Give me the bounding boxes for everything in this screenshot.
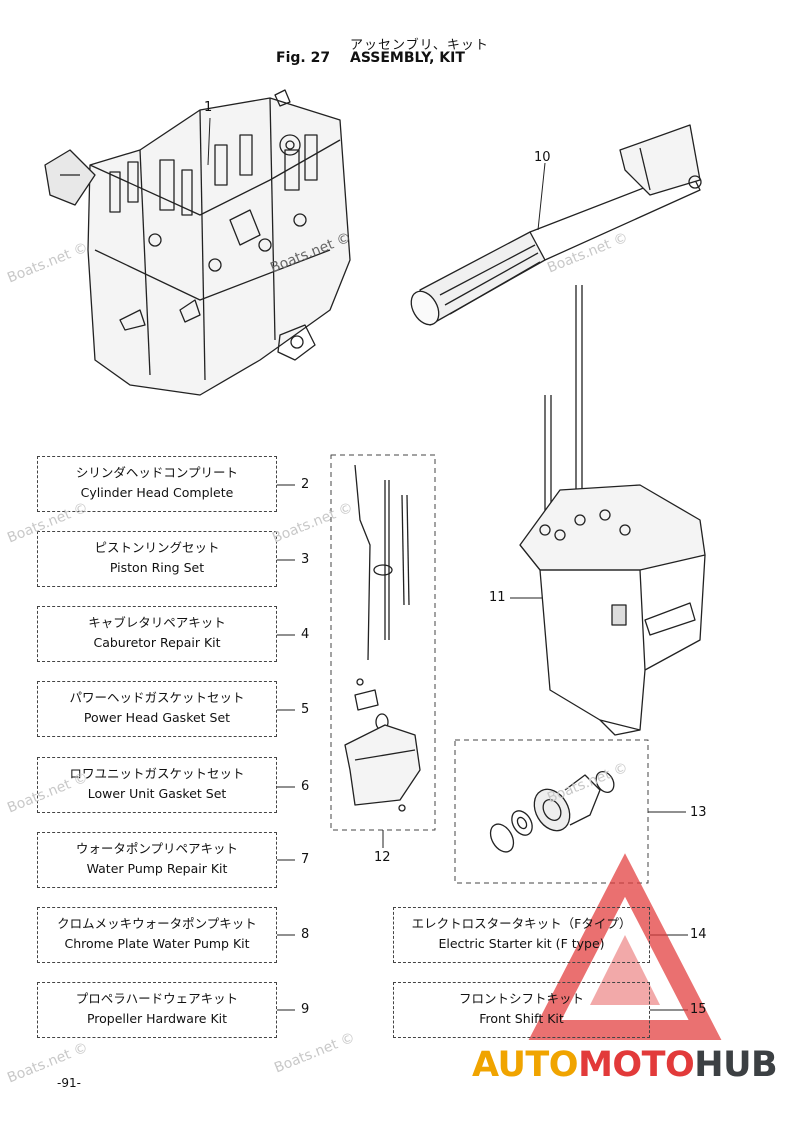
kit-label-en: Lower Unit Gasket Set — [87, 786, 227, 801]
logo-moto: MOTO — [578, 1045, 695, 1085]
kit-number: 8 — [301, 927, 310, 942]
kit-number: 3 — [301, 552, 310, 567]
kit-label-en: Water Pump Repair Kit — [86, 861, 228, 876]
kit-label-en: Caburetor Repair Kit — [93, 635, 221, 650]
kit-label-en: Propeller Hardware Kit — [86, 1011, 228, 1026]
figure-title: ASSEMBLY, KIT — [350, 50, 465, 66]
kit-box-power-head-gasket: パワーヘッドガスケットセット Power Head Gasket Set — [37, 681, 277, 737]
kit-label-jp: クロムメッキウォータポンプキット — [57, 916, 257, 931]
kit-number: 9 — [301, 1002, 310, 1017]
kit-label-en: Piston Ring Set — [109, 560, 205, 575]
kit-label-en: Electric Starter kit (F type) — [438, 936, 605, 951]
kit-number: 15 — [690, 1002, 707, 1017]
kit-number: 14 — [690, 927, 707, 942]
kit-box-piston-ring: ピストンリングセット Piston Ring Set — [37, 531, 277, 587]
kit-box-propeller-hardware: プロペラハードウェアキット Propeller Hardware Kit — [37, 982, 277, 1038]
kit-label-jp: ピストンリングセット — [94, 540, 220, 555]
kit-label-jp: キャブレタリペアキット — [88, 615, 226, 630]
page-number: -91- — [57, 1076, 81, 1090]
kit-box-carburetor: キャブレタリペアキット Caburetor Repair Kit — [37, 606, 277, 662]
kit-label-en: Front Shift Kit — [479, 1011, 564, 1026]
kit-number: 2 — [301, 477, 310, 492]
power-head-drawing — [44, 89, 351, 396]
kit-box-cylinder-head: シリンダヘッドコンプリート Cylinder Head Complete — [37, 456, 277, 512]
kit-label-jp: ウォータポンプリペアキット — [75, 841, 239, 856]
kit-label-jp: エレクトロスタータキット（Fタイプ） — [411, 916, 632, 931]
figure-label: Fig. 27 — [276, 50, 331, 66]
kit-box-chrome-water-pump: クロムメッキウォータポンプキット Chrome Plate Water Pump… — [37, 907, 277, 963]
callout-10: 10 — [534, 150, 551, 165]
kit-box-water-pump-repair: ウォータポンプリペアキット Water Pump Repair Kit — [37, 832, 277, 888]
lower-unit-drawing — [519, 285, 706, 736]
tiller-handle-drawing — [410, 124, 702, 326]
kit-label-jp: シリンダヘッドコンプリート — [75, 465, 239, 480]
callout-13: 13 — [690, 805, 707, 820]
kit-box-lower-unit-gasket: ロワユニットガスケットセット Lower Unit Gasket Set — [37, 757, 277, 813]
kit-label-jp: ロワユニットガスケットセット — [69, 766, 245, 781]
shift-rod-drawing — [330, 454, 436, 831]
logo-auto: AUTO — [472, 1045, 579, 1085]
kit-label-jp: パワーヘッドガスケットセット — [69, 690, 245, 705]
kit-number: 5 — [301, 702, 310, 717]
automotohub-logo-mark — [528, 853, 722, 1040]
kit-number: 7 — [301, 852, 310, 867]
kit-label-jp: プロペラハードウェアキット — [75, 991, 239, 1006]
figure-title-japanese: アッセンブリ、キット — [350, 38, 489, 53]
kit-label-en: Cylinder Head Complete — [80, 485, 234, 500]
automotohub-logo: AUTOMOTOHUB — [472, 1045, 778, 1085]
callout-12: 12 — [374, 850, 391, 865]
kit-box-electric-starter: エレクトロスタータキット（Fタイプ） Electric Starter kit … — [393, 907, 650, 963]
callout-1: 1 — [204, 100, 213, 115]
kit-box-front-shift: フロントシフトキット Front Shift Kit — [393, 982, 650, 1038]
logo-hub: HUB — [694, 1045, 778, 1085]
kit-label-en: Chrome Plate Water Pump Kit — [64, 936, 250, 951]
kit-label-en: Power Head Gasket Set — [83, 710, 231, 725]
kit-number: 6 — [301, 779, 310, 794]
kit-number: 4 — [301, 627, 310, 642]
kit-label-jp: フロントシフトキット — [458, 991, 584, 1006]
callout-11: 11 — [489, 590, 506, 605]
